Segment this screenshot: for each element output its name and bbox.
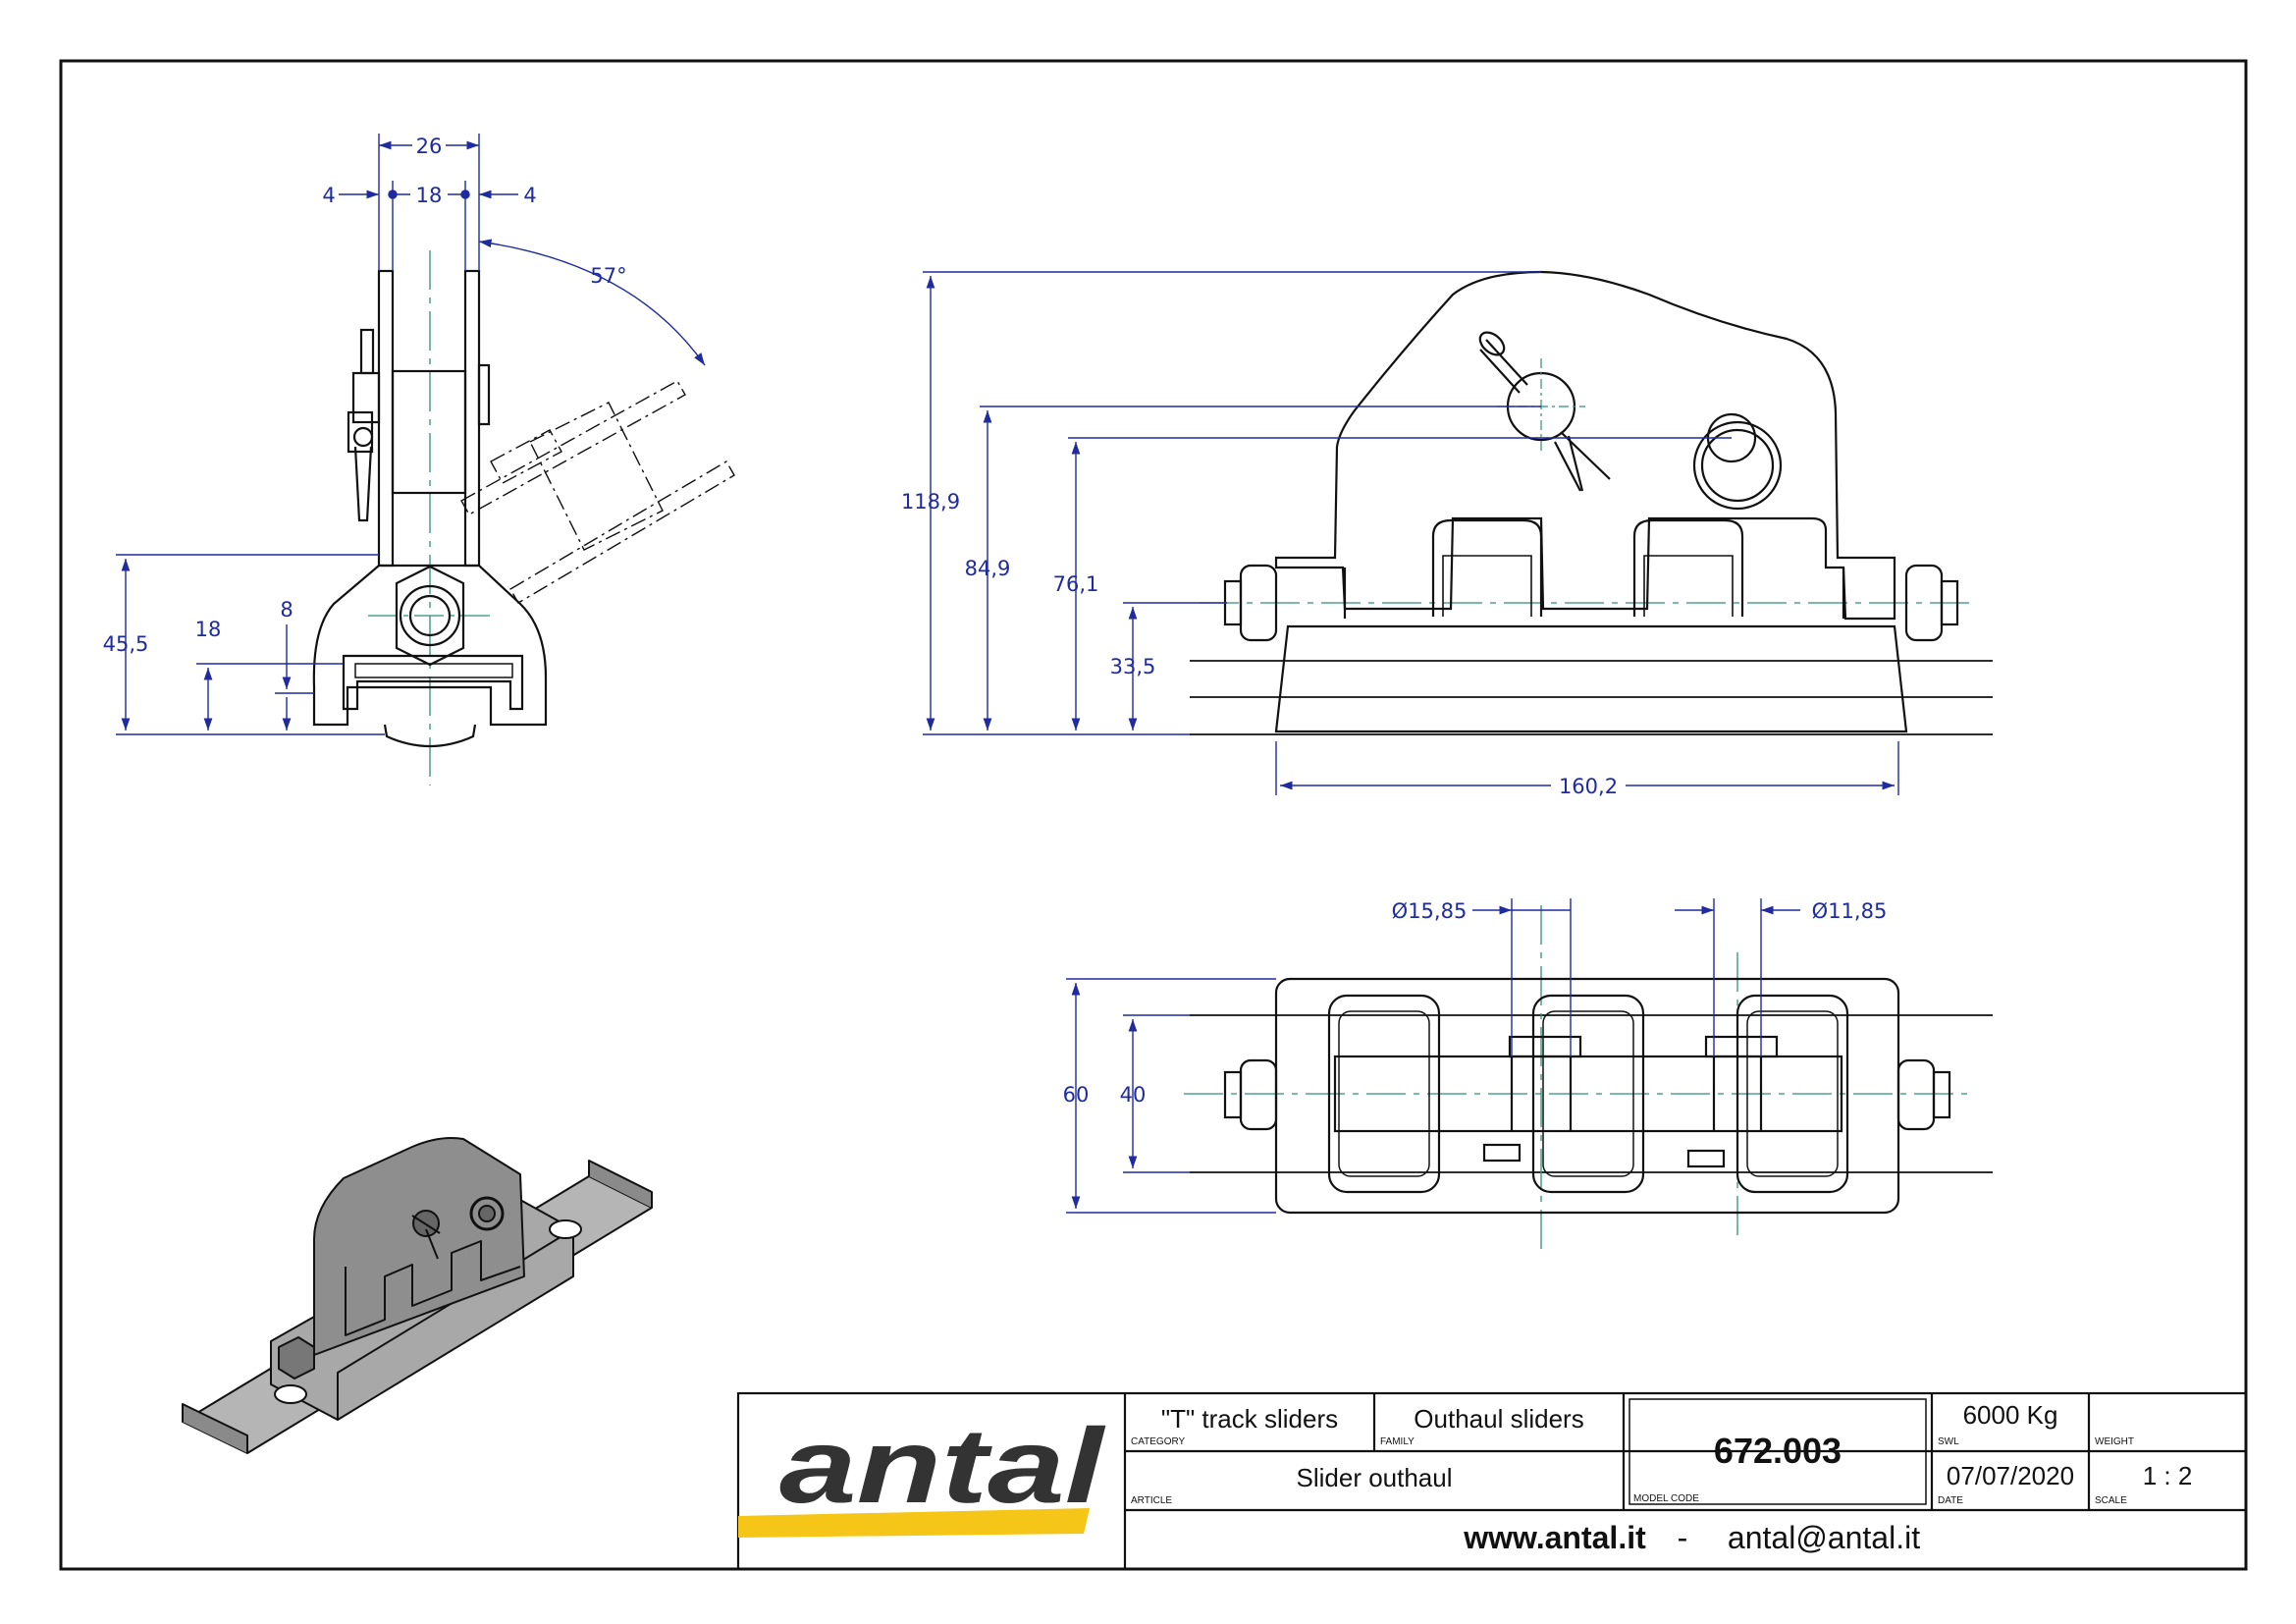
dim-diameter-left: Ø15,85: [1392, 899, 1468, 923]
model-code-value: 672.003: [1714, 1431, 1842, 1471]
dim-height-base: 8: [280, 598, 293, 622]
weight-label: WEIGHT: [2095, 1436, 2134, 1447]
side-view-dimensions: 26 4 18 4 57° 45,5 18 8: [103, 134, 706, 735]
dim-height-pin-right: 76,1: [1053, 572, 1099, 596]
slider-base-block: [1274, 624, 1908, 733]
iso-plate: [313, 1137, 525, 1356]
category-value: "T" track sliders: [1161, 1404, 1338, 1434]
logo-yellow-stripe: [738, 1508, 1090, 1538]
model-code-label: MODEL CODE: [1633, 1493, 1699, 1504]
top-pin-bar: [1333, 1055, 1843, 1133]
dim-right-plate: 4: [523, 184, 536, 207]
slider-body-section: [312, 564, 548, 727]
category-label: CATEGORY: [1131, 1436, 1186, 1447]
finger-slot-right: [1632, 518, 1744, 617]
pin-spacer: [391, 369, 467, 495]
side-view: [312, 250, 735, 785]
top-view: [1184, 905, 1993, 1253]
top-plate-right: [1735, 994, 1849, 1194]
date-value: 07/07/2020: [1947, 1461, 2074, 1490]
top-base-outline: [1274, 977, 1900, 1215]
contact-separator: -: [1678, 1520, 1688, 1555]
top-plate-left: [1327, 994, 1441, 1194]
email-link[interactable]: antal@antal.it: [1728, 1520, 1920, 1555]
scale-label: SCALE: [2095, 1495, 2127, 1506]
front-view-dimensions: 118,9 84,9 76,1 33,5 160,2: [901, 271, 1899, 798]
website-link[interactable]: www.antal.it: [1463, 1520, 1646, 1555]
dim-height-track: 18: [195, 618, 222, 641]
article-label: ARTICLE: [1131, 1495, 1172, 1506]
right-side-plate: [463, 269, 481, 568]
swl-label: SWL: [1938, 1436, 1959, 1447]
angle-arc: [478, 239, 706, 366]
left-side-plate: [377, 269, 395, 568]
dim-height-total: 45,5: [103, 632, 149, 656]
isometric-view: [182, 1137, 653, 1454]
article-value: Slider outhaul: [1297, 1463, 1453, 1492]
brand-logo: antal: [779, 1406, 1106, 1525]
front-view: [1190, 270, 1993, 735]
top-nut-left: [1239, 1058, 1278, 1131]
family-value: Outhaul sliders: [1414, 1404, 1583, 1434]
dim-height-overall: 118,9: [901, 490, 960, 514]
dim-swivel-angle: 57°: [590, 264, 626, 288]
finger-slot-left: [1431, 518, 1543, 617]
top-plate-middle: [1531, 994, 1645, 1194]
title-block: antal "T" track sliders Outhaul sliders …: [736, 1391, 2248, 1571]
dim-width-outer: 60: [1063, 1083, 1090, 1107]
title-block-frame: [736, 1391, 2248, 1571]
top-nut-right: [1896, 1058, 1936, 1131]
swivel-phantom-position: [460, 380, 735, 604]
family-label: FAMILY: [1380, 1436, 1415, 1447]
dim-width-inner: 40: [1120, 1083, 1147, 1107]
top-view-dimensions: Ø15,85 Ø11,85 60 40: [1063, 898, 1888, 1214]
scale-value: 1 : 2: [2143, 1461, 2193, 1490]
track-pocket: [342, 654, 524, 711]
outhaul-plate: [1274, 270, 1896, 621]
dim-left-plate: 4: [322, 184, 335, 207]
ring-pin: [351, 371, 381, 424]
date-label: DATE: [1938, 1495, 1963, 1506]
dim-length: 160,2: [1559, 775, 1618, 798]
swl-value: 6000 Kg: [1963, 1400, 2058, 1430]
cotter-pin: [1479, 339, 1611, 492]
dim-height-pin-left: 84,9: [965, 557, 1011, 580]
track-foot: [383, 724, 477, 748]
dim-overall-width: 26: [416, 135, 443, 158]
ring-right: [1692, 420, 1783, 511]
dim-height-axis: 33,5: [1110, 655, 1156, 678]
pivot-nut: [395, 565, 465, 667]
dim-center-gap: 18: [416, 184, 443, 207]
dim-diameter-right: Ø11,85: [1812, 899, 1888, 923]
